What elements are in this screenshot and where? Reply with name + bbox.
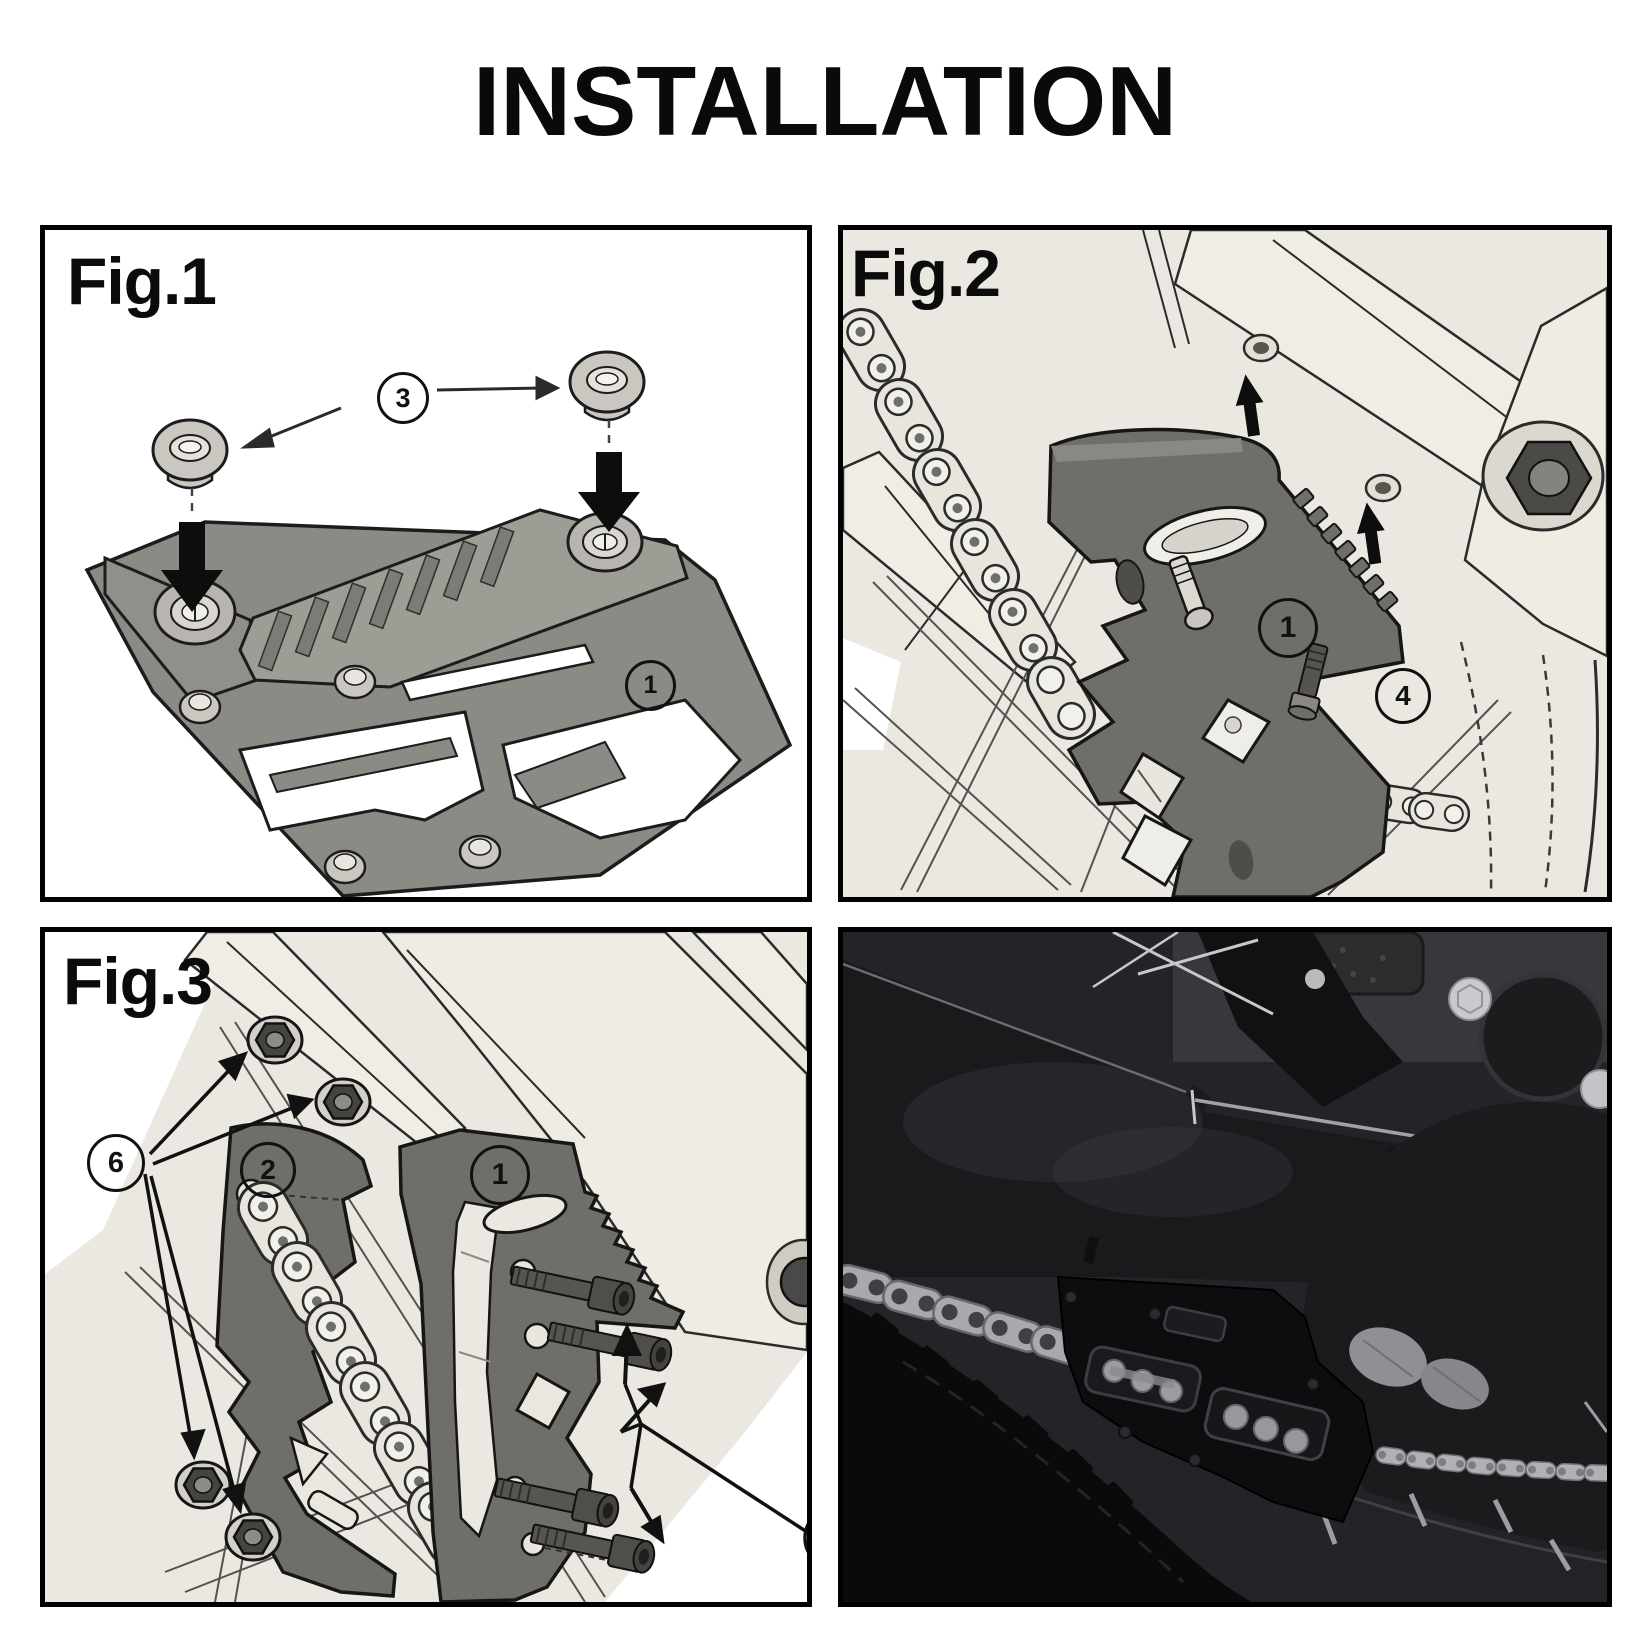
figure-2-panel: Fig.2 1 4 bbox=[838, 225, 1612, 902]
installed-photo-panel bbox=[838, 927, 1612, 1607]
small-bolt-icon bbox=[1168, 555, 1214, 631]
cables bbox=[1092, 932, 1274, 1016]
callout-1: 1 bbox=[1258, 598, 1318, 658]
washer-icon-left bbox=[151, 418, 229, 490]
fig2-mounting-drawing bbox=[843, 230, 1607, 897]
sprocket-bolt-icon bbox=[1287, 642, 1329, 721]
right-mount-hole bbox=[566, 511, 644, 573]
axle-nut bbox=[1481, 420, 1605, 532]
fig1-label: Fig.1 bbox=[67, 244, 217, 318]
callout-4: 4 bbox=[1375, 668, 1431, 724]
chain-guide-part bbox=[398, 1128, 686, 1602]
bolt-pointer-lines bbox=[611, 1323, 807, 1545]
fig3-exploded-bolts-drawing bbox=[45, 932, 807, 1602]
installed-chain-guide-photo bbox=[843, 932, 1607, 1602]
mount-arrow-upper bbox=[1235, 374, 1264, 437]
callout-1: 1 bbox=[470, 1145, 530, 1205]
figure-3-panel: Fig.3 6 2 1 bbox=[40, 927, 812, 1607]
figure-1-panel: Fig.1 3 1 bbox=[40, 225, 812, 902]
insert-arrow-right bbox=[578, 452, 640, 532]
sprocket bbox=[1303, 1102, 1607, 1562]
frame-tubes bbox=[183, 932, 807, 1352]
fig1-chain-guide-exploded-drawing bbox=[84, 350, 793, 897]
chain-guide-plate bbox=[84, 508, 793, 897]
callout-1: 1 bbox=[625, 660, 676, 711]
fig2-label: Fig.2 bbox=[851, 236, 1001, 310]
footpeg-bracket bbox=[1198, 932, 1403, 1107]
callout-2: 2 bbox=[240, 1142, 296, 1198]
chain-guide-installed bbox=[1056, 1236, 1375, 1524]
hub-damper bbox=[1478, 972, 1607, 1102]
callout-6: 6 bbox=[87, 1134, 145, 1192]
page-title: INSTALLATION bbox=[472, 46, 1178, 156]
drive-chain-left bbox=[843, 308, 1096, 740]
callout-6-lines bbox=[143, 1051, 315, 1515]
chain-guide-part bbox=[1047, 427, 1405, 897]
flange-nuts bbox=[174, 1015, 372, 1562]
callout-arrows bbox=[240, 375, 561, 449]
mount-arrow-lower bbox=[1357, 502, 1385, 565]
serration-ridges bbox=[257, 526, 515, 672]
chain-on-sprocket bbox=[1375, 1446, 1607, 1482]
fig3-label: Fig.3 bbox=[63, 944, 213, 1018]
serration-teeth bbox=[1292, 487, 1399, 613]
clipped-callout-circle bbox=[803, 1523, 807, 1553]
washer-icon-right bbox=[568, 350, 646, 422]
middle-slot-cutout bbox=[400, 643, 595, 702]
tire bbox=[843, 1302, 1252, 1602]
drive-chain-left bbox=[843, 1263, 1092, 1367]
callout-3: 3 bbox=[377, 372, 429, 424]
right-cutout bbox=[501, 698, 743, 840]
insert-arrow-left bbox=[161, 522, 223, 612]
left-mount-hole bbox=[153, 578, 237, 646]
socket-bolts bbox=[493, 1265, 673, 1574]
